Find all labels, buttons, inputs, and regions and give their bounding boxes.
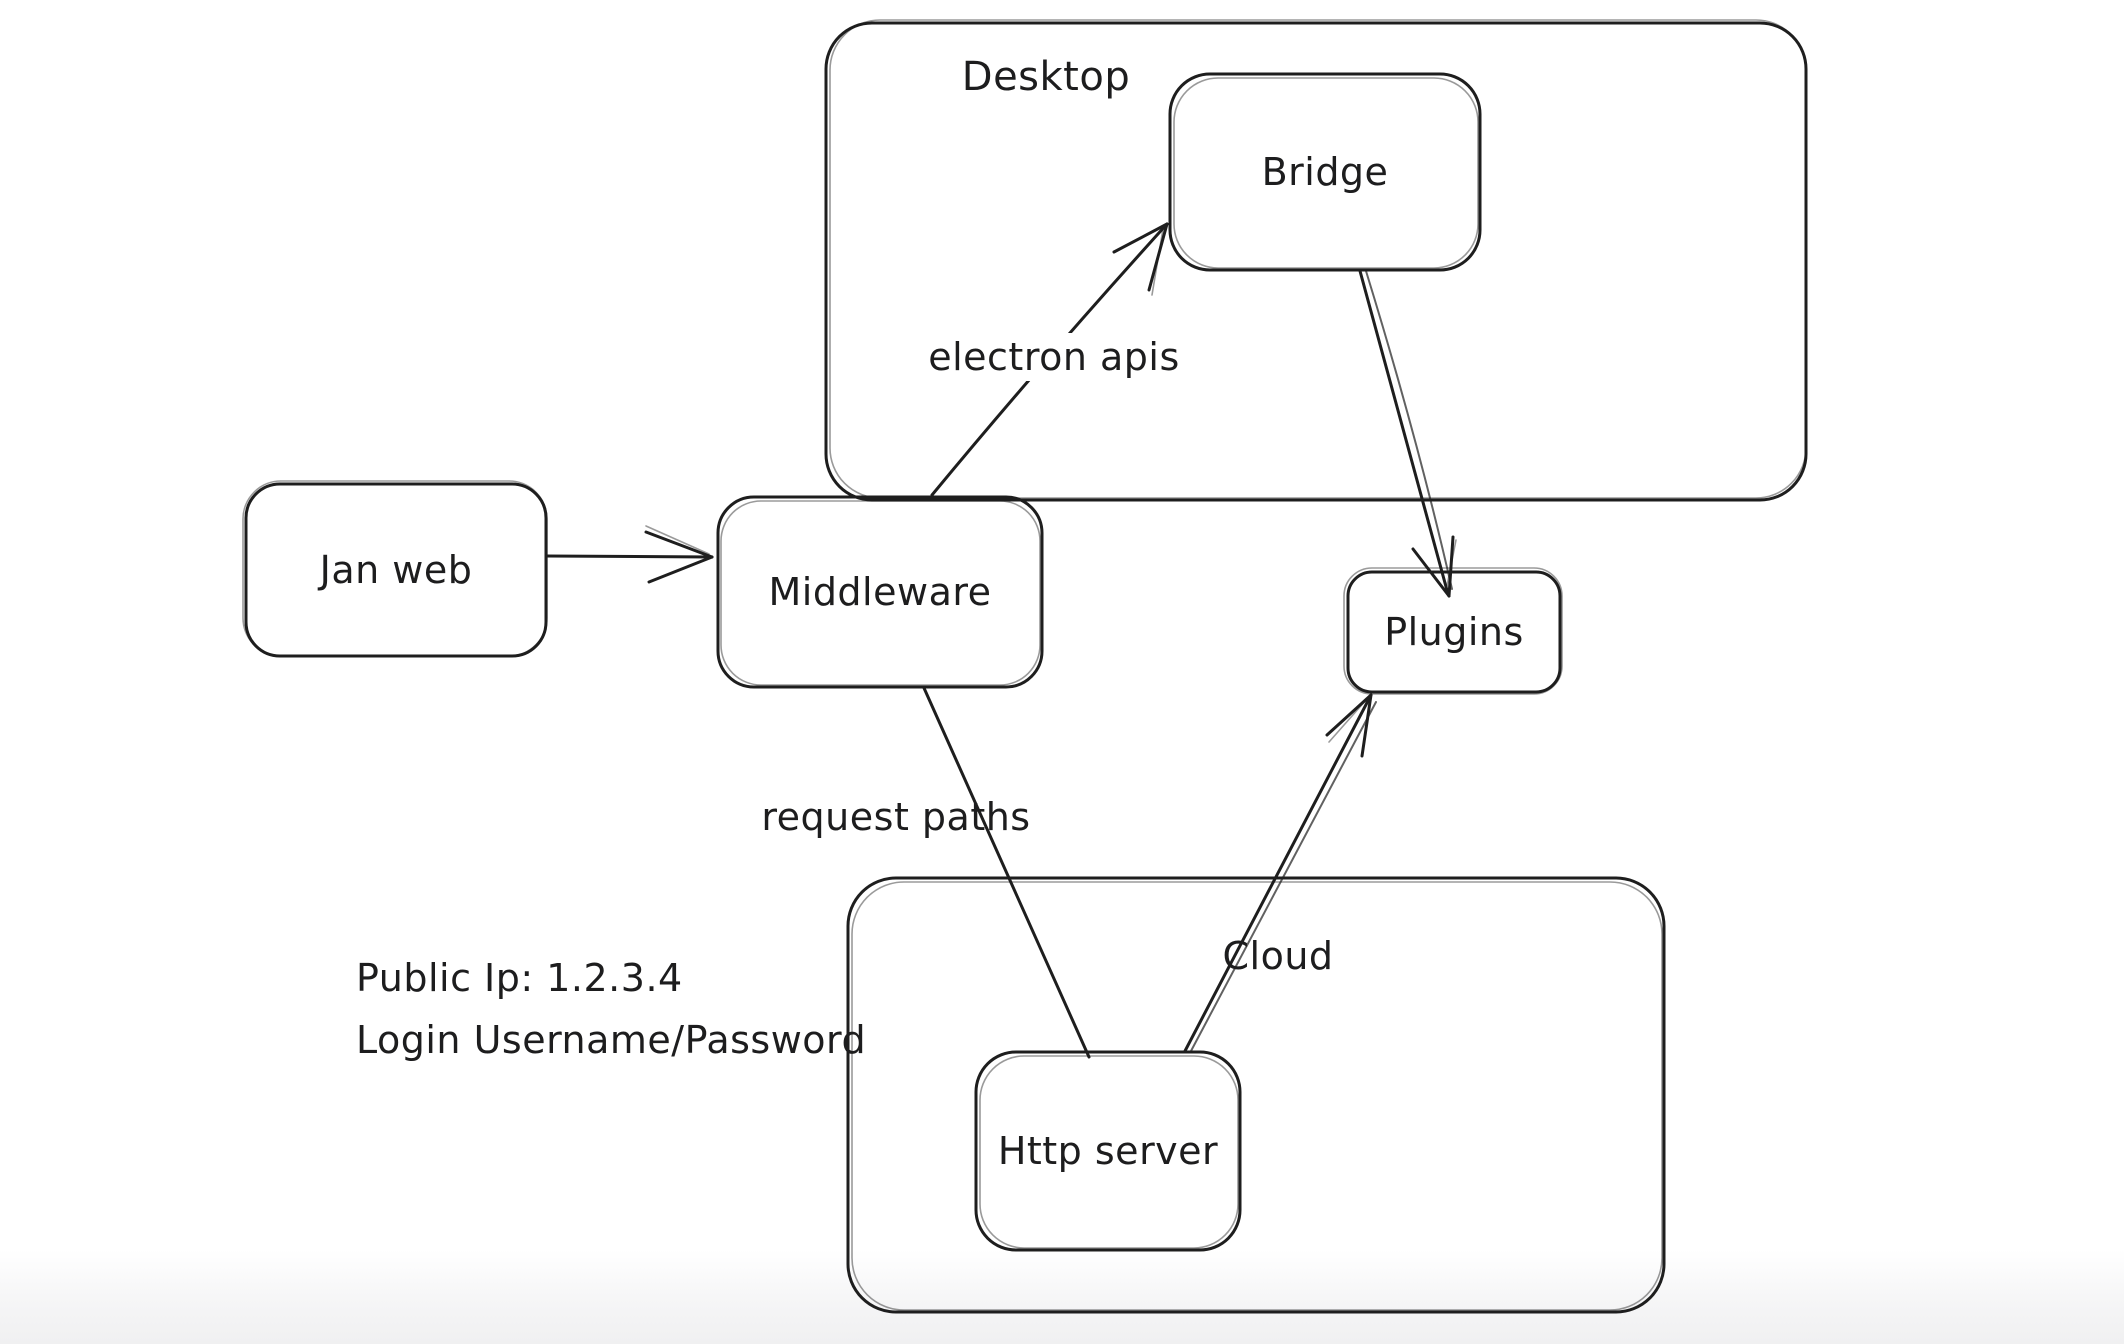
bridge-box[interactable] bbox=[1168, 72, 1482, 272]
edge-httpserver-to-plugins-arrow[interactable] bbox=[1183, 693, 1377, 1053]
jan-web-box[interactable] bbox=[242, 480, 548, 658]
plugins-label: Plugins bbox=[1384, 610, 1524, 654]
request-paths-edge-label[interactable]: request paths bbox=[761, 795, 1031, 839]
desktop-container-label: Desktop bbox=[961, 54, 1131, 100]
http-server-label: Http server bbox=[997, 1129, 1219, 1173]
plugins-box[interactable] bbox=[1343, 567, 1563, 695]
desktop-container-box[interactable] bbox=[824, 19, 1808, 502]
edge-middleware-to-httpserver-line[interactable] bbox=[922, 686, 1091, 1059]
login-credentials-note[interactable]: Login Username/Password bbox=[356, 1018, 867, 1062]
cloud-container-label: Cloud bbox=[1222, 934, 1334, 978]
middleware-label: Middleware bbox=[768, 570, 992, 614]
public-ip-note[interactable]: Public Ip: 1.2.3.4 bbox=[356, 956, 683, 1000]
bridge-label: Bridge bbox=[1261, 150, 1389, 194]
http-server-box[interactable] bbox=[974, 1050, 1242, 1252]
middleware-box[interactable] bbox=[716, 495, 1044, 689]
jan-web-label: Jan web bbox=[319, 548, 473, 592]
cloud-container-box[interactable] bbox=[846, 876, 1666, 1314]
edge-janweb-to-middleware-arrow[interactable] bbox=[544, 525, 714, 584]
edge-bridge-to-plugins-arrow[interactable] bbox=[1358, 269, 1457, 598]
electron-apis-edge-label[interactable]: electron apis bbox=[920, 333, 1188, 381]
